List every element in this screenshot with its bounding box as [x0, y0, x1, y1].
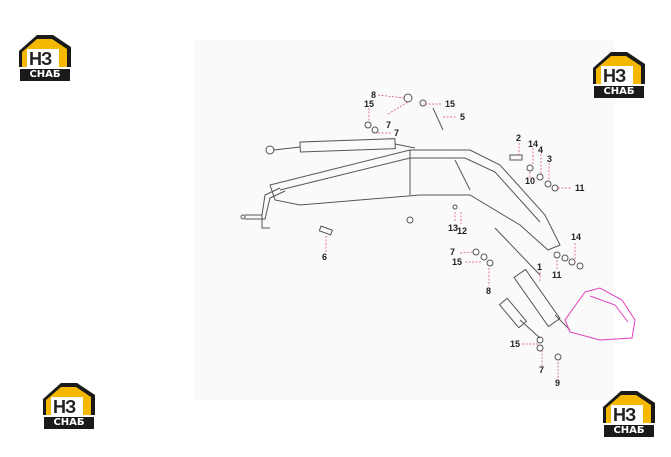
boom	[269, 149, 561, 251]
callout-label: 14	[571, 232, 581, 242]
drawing-area	[195, 40, 615, 400]
brand-logo: НЗ СНАБ	[591, 50, 647, 100]
callout-label: 7	[394, 128, 399, 138]
callout-label: 4	[538, 145, 543, 155]
callout-label: 11	[552, 270, 562, 280]
callout-label: 3	[547, 154, 552, 164]
house-logo-icon	[19, 35, 71, 67]
callout-label: 15	[510, 339, 520, 349]
callout-label: 6	[322, 252, 327, 262]
callout-label: 9	[555, 378, 560, 388]
callout-label: 13	[448, 223, 458, 233]
arm-cylinder	[494, 227, 571, 331]
callout-label: 15	[364, 99, 374, 109]
house-logo-icon	[603, 391, 655, 423]
logo-text: СНАБ	[44, 417, 94, 429]
callout-label: 14	[528, 139, 538, 149]
brand-logo: НЗ СНАБ	[601, 389, 657, 439]
brand-logo: НЗ СНАБ	[41, 381, 97, 431]
logo-mark: НЗ	[613, 405, 636, 425]
logo-mark: НЗ	[53, 397, 76, 417]
callout-label: 11	[575, 183, 585, 193]
house-logo-icon	[593, 52, 645, 84]
logo-text: СНАБ	[604, 425, 654, 437]
callout-label: 1	[537, 262, 542, 272]
callout-label: 8	[486, 286, 491, 296]
pins-washers	[318, 93, 584, 361]
callout-label: 7	[539, 365, 544, 375]
bucket	[564, 287, 636, 341]
callout-label: 5	[460, 112, 465, 122]
logo-mark: НЗ	[603, 66, 626, 86]
callout-label: 7	[386, 120, 391, 130]
callout-label: 8	[371, 90, 376, 100]
brand-logo: НЗ СНАБ	[17, 33, 73, 83]
callouts: 8 15 15 7 5 7 2 14 4 3 10 11 13 12 7 15 …	[322, 90, 585, 388]
logo-mark: НЗ	[29, 49, 52, 69]
callout-label: 15	[452, 257, 462, 267]
callout-label: 10	[525, 176, 535, 186]
callout-label: 7	[450, 247, 455, 257]
leader-lines	[325, 94, 576, 378]
logo-text: СНАБ	[20, 69, 70, 81]
house-logo-icon	[43, 383, 95, 415]
callout-label: 15	[445, 99, 455, 109]
logo-text: СНАБ	[594, 86, 644, 98]
callout-label: 2	[516, 133, 521, 143]
bucket-cylinder	[498, 297, 541, 339]
hydraulic-lines	[240, 187, 286, 229]
callout-label: 12	[457, 226, 467, 236]
upper-cylinder	[265, 138, 416, 155]
